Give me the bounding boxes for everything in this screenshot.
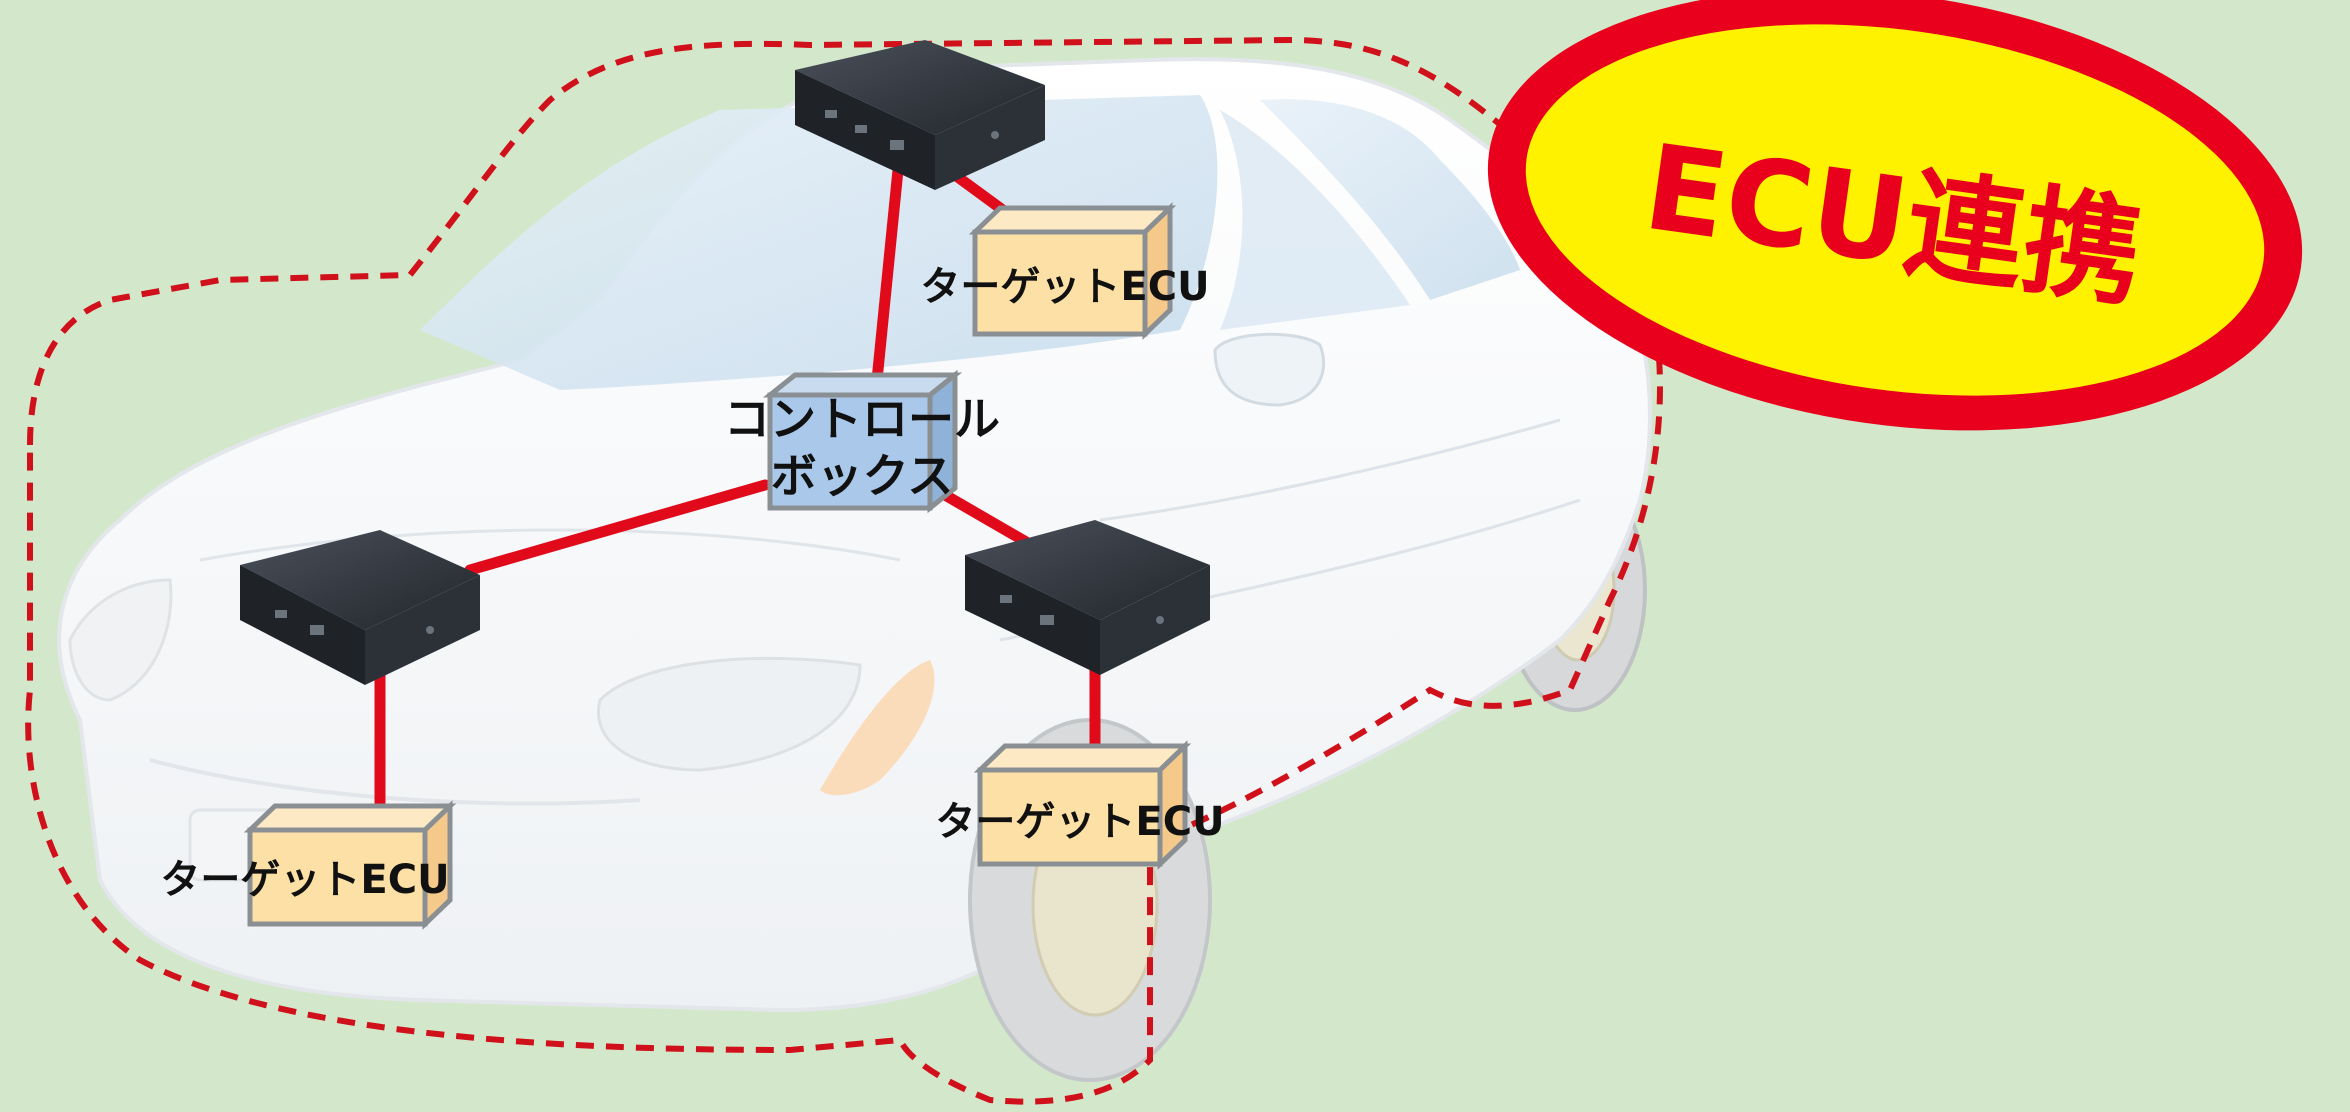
ecu-link-badge: ECU連携 bbox=[1487, 0, 2303, 431]
car-side-window-rear bbox=[1220, 110, 1410, 330]
target-ecu-box: ターゲットECU bbox=[920, 202, 1210, 340]
target-ecu-label: ターゲットECU bbox=[160, 857, 449, 903]
target-ecu-label: ターゲットECU bbox=[920, 264, 1209, 310]
network-boundary bbox=[25, 36, 1663, 1105]
hood-line bbox=[199, 528, 901, 562]
car-headlight-right bbox=[597, 656, 862, 772]
door-line bbox=[1099, 418, 1561, 522]
control-box-label-line2: ボックス bbox=[771, 449, 954, 503]
target-ecu-label: ターゲットECU bbox=[935, 799, 1224, 845]
control-box-label-line1: コントロール bbox=[724, 392, 1000, 446]
car-side-window-front bbox=[1260, 99, 1520, 301]
link-control-to-left-device bbox=[464, 479, 771, 576]
target-ecu-box: ターゲットECU bbox=[160, 800, 457, 930]
car-indicator bbox=[820, 660, 935, 796]
control-box: コントロール ボックス bbox=[724, 369, 1000, 514]
car-headlight-left bbox=[68, 578, 173, 702]
bumper-line bbox=[149, 758, 641, 806]
link-top-device-to-control bbox=[869, 144, 906, 406]
network-device-icon bbox=[965, 520, 1210, 675]
network-device-icon bbox=[240, 530, 480, 685]
network-device-icon bbox=[795, 40, 1045, 190]
target-ecu-box: ターゲットECU bbox=[935, 740, 1225, 870]
car-mirror bbox=[1213, 332, 1326, 407]
